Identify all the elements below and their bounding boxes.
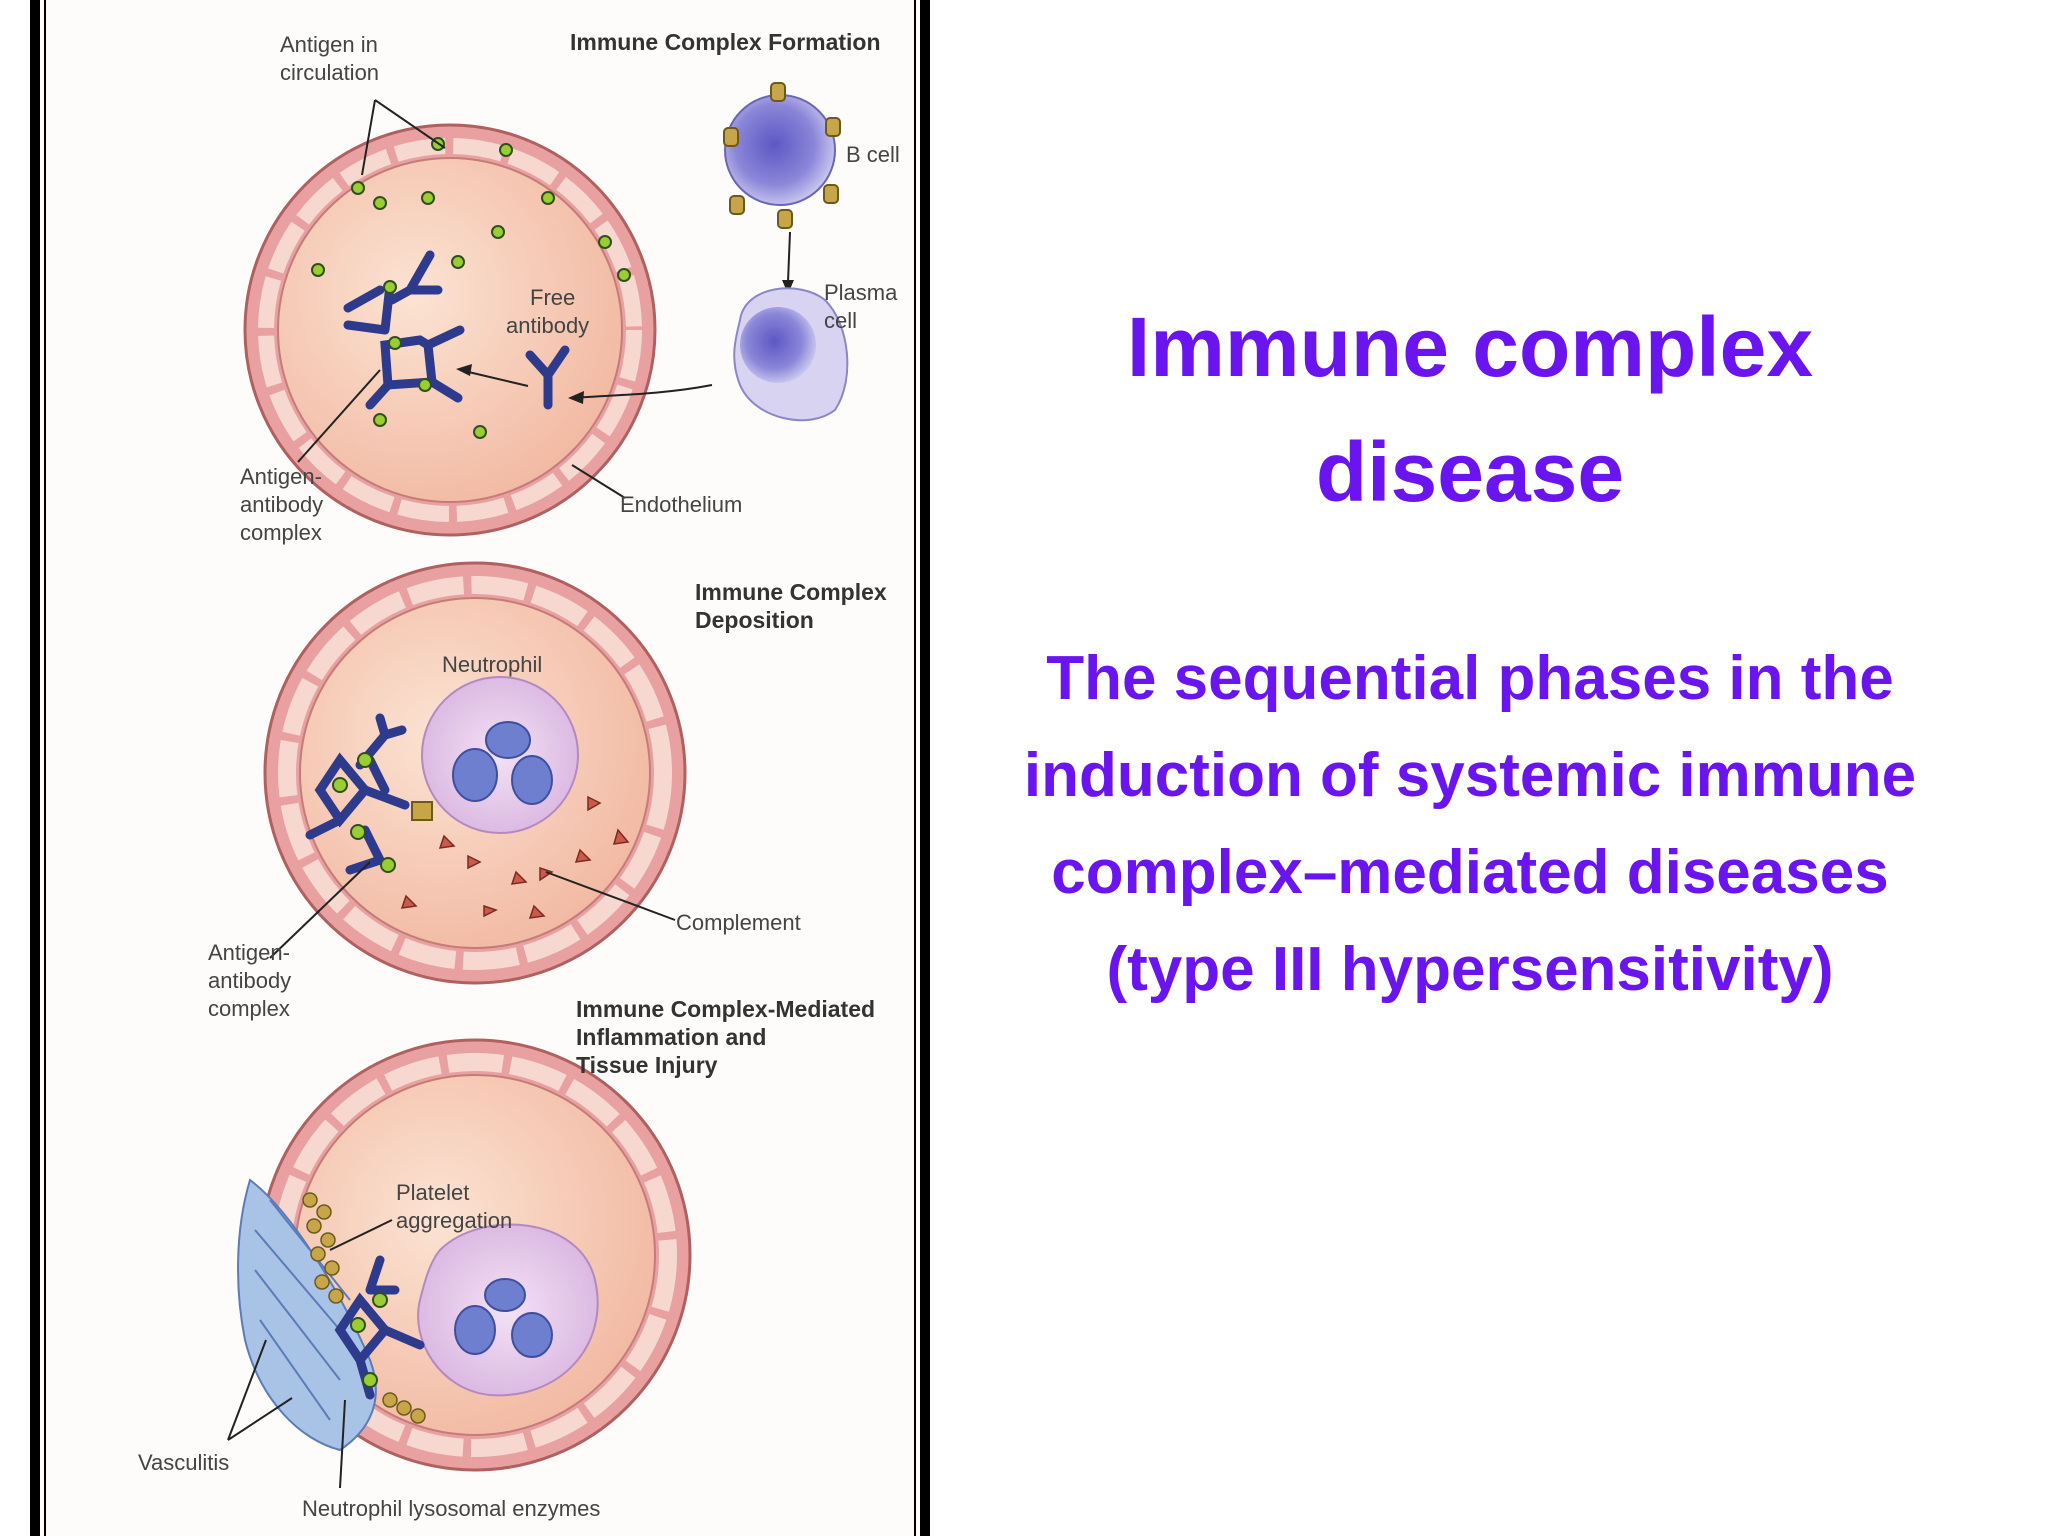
plasma-cell-label: Plasma	[824, 280, 898, 305]
b-cell	[723, 82, 841, 229]
arrow-plasma-to-antibody	[571, 384, 713, 399]
panel-inflammation: Immune Complex-Mediated Inflammation and…	[138, 996, 875, 1521]
platelet-label-2: aggregation	[396, 1208, 512, 1233]
complex-2	[305, 713, 433, 875]
vessel-1-endothelium	[258, 138, 642, 522]
free-antibody-label-2: antibody	[506, 313, 589, 338]
slide-title: Immune complex disease	[940, 285, 2000, 535]
antigen-particles	[311, 137, 631, 439]
leader-complex-2	[269, 861, 371, 959]
leader-platelet	[329, 1219, 393, 1251]
b-cell-label: B cell	[846, 142, 900, 167]
title-line-2: disease	[1315, 425, 1625, 519]
complement-label: Complement	[676, 910, 801, 935]
immune-complex-diagram: Immune Complex Formation Antigen in circ…	[138, 29, 900, 1521]
complex-label: Antigen-	[240, 464, 322, 489]
complex-2-label: Antigen-	[208, 940, 290, 965]
leader-vasculitis	[227, 1339, 293, 1441]
complex-2-label-2: antibody	[208, 968, 291, 993]
platelet-label: Platelet	[396, 1180, 469, 1205]
vasculitis-label: Vasculitis	[138, 1450, 229, 1475]
subtitle-line-2: induction of systemic immune	[1023, 741, 1917, 810]
leader-antigen	[361, 99, 446, 176]
arrow-bcell-to-plasma	[787, 231, 791, 283]
antigen-label-2: circulation	[280, 60, 379, 85]
text-panel: Immune complex disease The sequential ph…	[940, 0, 2048, 1536]
vessel-2-endothelium	[278, 576, 672, 970]
plasma-cell	[733, 287, 849, 422]
panel3-heading: Immune Complex-Mediated	[576, 996, 875, 1022]
neutrophil-3	[417, 1223, 599, 1397]
vasculitis-fibers	[254, 1199, 351, 1421]
panel3-heading-3: Tissue Injury	[576, 1052, 718, 1078]
arrow-antibody-to-complex	[459, 369, 529, 387]
neutrophil-2	[421, 676, 579, 834]
leader-enzymes	[339, 1399, 346, 1489]
panel-formation: Immune Complex Formation Antigen in circ…	[240, 29, 900, 545]
vasculitis-tissue	[237, 1178, 377, 1452]
enzymes-label: Neutrophil lysosomal enzymes	[302, 1496, 600, 1521]
platelet-cluster	[302, 1192, 426, 1424]
slide-subtitle: The sequential phases in the induction o…	[940, 630, 2000, 1018]
complex-2-label-3: complex	[208, 996, 290, 1021]
title-line-1: Immune complex	[1126, 300, 1814, 394]
plasma-cell-label-2: cell	[824, 308, 857, 333]
leader-endothelium	[571, 464, 626, 499]
free-antibody-label: Free	[530, 285, 575, 310]
leader-complement	[545, 871, 676, 921]
panel1-heading: Immune Complex Formation	[570, 29, 881, 55]
panel3-heading-2: Inflammation and	[576, 1024, 766, 1050]
panel-deposition: Immune Complex Deposition Neutrophil Com…	[208, 561, 887, 1021]
subtitle-line-3: complex–mediated diseases	[1051, 838, 1889, 907]
endothelium-label: Endothelium	[620, 492, 742, 517]
panel2-heading-2: Deposition	[695, 607, 814, 633]
free-antibody	[525, 345, 570, 410]
diagram-panel: Immune Complex Formation Antigen in circ…	[30, 0, 930, 1536]
complex-label-3: complex	[240, 520, 322, 545]
panel2-heading: Immune Complex	[695, 579, 887, 605]
subtitle-line-1: The sequential phases in the	[1046, 644, 1894, 713]
complex-3	[334, 1255, 425, 1400]
complex-label-2: antibody	[240, 492, 323, 517]
leader-complex-1	[297, 369, 381, 463]
subtitle-line-4: (type III hypersensitivity)	[1106, 935, 1834, 1004]
complex-1	[343, 250, 465, 410]
antigen-label: Antigen in	[280, 32, 378, 57]
neutrophil-label: Neutrophil	[442, 652, 542, 677]
complement-fragments	[400, 795, 630, 919]
